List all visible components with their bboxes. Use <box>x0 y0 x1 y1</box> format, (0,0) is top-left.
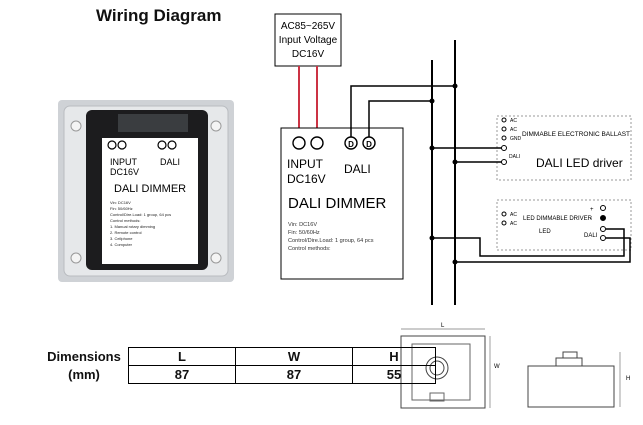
dimmer-input-label: INPUT <box>287 157 324 171</box>
led-driver-title: LED DIMMABLE DRIVER <box>523 216 593 222</box>
ballast-terminal-dot <box>501 126 507 132</box>
led-minus-label: - <box>590 216 592 222</box>
length-label: L <box>441 323 445 329</box>
dim-value-h: 55 <box>352 365 436 384</box>
units-label: (mm) <box>40 365 129 384</box>
photo-spec-line: 1. Manual rotary dimming <box>110 224 155 229</box>
led-dali-terminal <box>600 226 606 232</box>
supply-line-3: DC16V <box>292 49 325 60</box>
supply-line-2: Input Voltage <box>279 35 338 46</box>
dali-wire-2 <box>368 100 432 137</box>
led-dali-wire-1 <box>432 228 625 257</box>
led-label: LED <box>539 229 551 235</box>
photo-spec-line: 2. Remote control <box>110 230 142 235</box>
dimmable-ballast-box <box>496 115 632 181</box>
diagram-title: Wiring Diagram <box>96 6 222 25</box>
dimmer-spec-line: Control/Dire.Load: 1 group, 64 pcs <box>288 238 374 244</box>
led-output-terminal <box>600 215 606 221</box>
led-dimmable-driver-box <box>496 199 632 251</box>
dali-wire-1 <box>350 85 455 137</box>
bus-junction <box>452 83 458 89</box>
supply-line-1: AC85~265V <box>281 21 336 32</box>
led-dali-wire-2 <box>455 237 631 263</box>
dimensions-table: Dimensions L W H (mm) 87 87 55 <box>40 347 436 384</box>
dim-value-w: 87 <box>235 365 353 384</box>
ballast-title: DIMMABLE ELECTRONIC BALLAST <box>522 131 630 138</box>
dimensions-label: Dimensions <box>40 347 129 366</box>
ballast-dali-input <box>501 145 507 151</box>
bus-junction <box>429 98 435 104</box>
dali-terminal-1-letter: D <box>348 140 354 149</box>
dim-header-h: H <box>352 347 436 366</box>
dimmer-spec-line: Control methods: <box>288 246 331 252</box>
led-driver-terminal-2: AC <box>510 221 517 227</box>
input-terminal-2 <box>310 136 324 150</box>
dimmer-spec-line: Vin: DC16V <box>288 222 317 228</box>
led-driver-dali-label: DALI <box>584 233 598 239</box>
input-terminal-1 <box>292 136 306 150</box>
ballast-dali-input <box>501 159 507 165</box>
dimmer-dali-label: DALI <box>344 162 371 176</box>
ballast-terminal-dot <box>501 135 507 141</box>
dali-led-driver-label: DALI LED driver <box>536 156 623 170</box>
photo-spec-line: 4. Computer <box>110 242 133 247</box>
dim-header-w: W <box>235 347 353 366</box>
ballast-terminal-3: GND <box>510 136 522 142</box>
photo-spec-line: Vin: DC16V <box>110 200 131 205</box>
power-supply-box <box>274 13 342 67</box>
photo-device-name: DALI DIMMER <box>114 183 186 195</box>
led-driver-terminal-1: AC <box>510 212 517 218</box>
dim-value-l: 87 <box>128 365 236 384</box>
side-view-drawing: H <box>527 351 630 408</box>
dim-header-l: L <box>128 347 236 366</box>
dimmer-box <box>280 127 404 280</box>
height-label: H <box>626 376 630 382</box>
photo-input-label: INPUT <box>110 157 138 167</box>
photo-spec-line: Control methods: <box>110 218 140 223</box>
led-plus-label: + <box>590 207 594 213</box>
led-terminal-dot <box>501 211 507 217</box>
photo-spec-line: Fin: 50/60Hz <box>110 206 133 211</box>
dali-terminal-2-letter: D <box>366 140 372 149</box>
ballast-dali-terminal: DALI <box>509 154 520 160</box>
photo-spec-line: Control/Dire.Load: 1 group, 64 pcs <box>110 212 171 217</box>
dimmer-dc-label: DC16V <box>287 172 326 186</box>
photo-spec-line: 3. Cellphone <box>110 236 133 241</box>
ballast-terminal-2: AC <box>510 127 517 133</box>
led-dali-terminal <box>600 235 606 241</box>
led-terminal-dot <box>501 220 507 226</box>
ballast-terminal-dot <box>501 117 507 123</box>
photo-dc-label: DC16V <box>110 167 139 177</box>
led-output-terminal <box>600 205 606 211</box>
photo-dali-label: DALI <box>160 157 180 167</box>
dimmer-photo: INPUT DC16V DALI DALI DIMMER Vin: DC16VF… <box>58 100 234 282</box>
dimmer-spec-line: Fin: 50/60Hz <box>288 230 320 236</box>
ballast-terminal-1: AC <box>510 118 517 124</box>
dimmer-name: DALI DIMMER <box>288 195 387 212</box>
width-label: W <box>494 364 500 370</box>
